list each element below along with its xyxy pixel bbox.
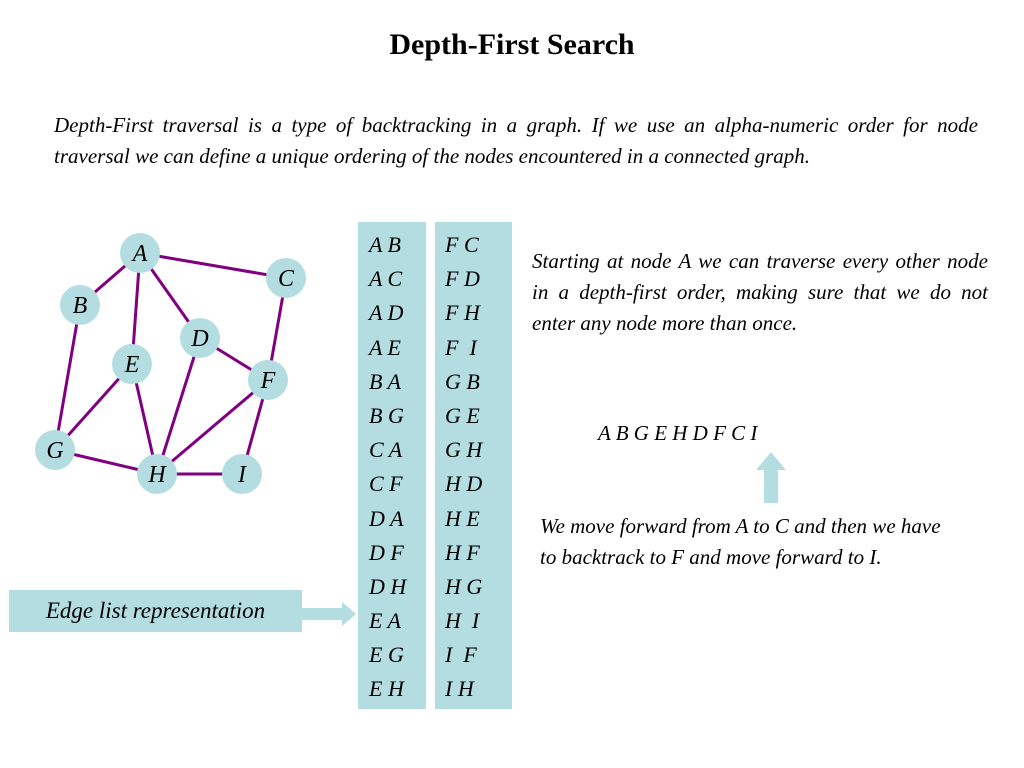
- graph-node-circle: [248, 360, 288, 400]
- graph-node-circle: [180, 318, 220, 358]
- graph-edge-b-g: [53, 304, 82, 451]
- edge-list-item: F C: [445, 232, 479, 257]
- edge-list-item: D H: [369, 573, 407, 599]
- edge-list-item: F I: [445, 334, 477, 360]
- edge-list-column-1: A B A C A D A E B A B G C A C F D A D F D H E A E G E…: [358, 222, 426, 709]
- graph-node-label: B: [73, 293, 88, 319]
- edge-list-item: G B: [445, 368, 480, 394]
- edge-list-item: H I: [445, 608, 480, 634]
- edge-list-item: H G: [445, 573, 483, 599]
- graph-node-h: H: [137, 454, 177, 494]
- edge-list-item: H E: [445, 505, 480, 531]
- graph-node-label: I: [237, 462, 247, 488]
- graph-node-label: H: [147, 462, 167, 488]
- edge-list-item: D F: [369, 539, 404, 565]
- edge-list-item: F D: [445, 266, 480, 292]
- edge-list-item: E G: [369, 642, 404, 668]
- graph-node-label: G: [46, 438, 63, 464]
- slide-title: Depth-First Search: [389, 28, 635, 61]
- graph-node-circle: [112, 344, 152, 384]
- edge-list-item: G E: [445, 402, 480, 428]
- edge-list-item: I H: [445, 676, 474, 702]
- graph-edge-f-h: [156, 378, 269, 476]
- edge-list-item: D A: [369, 505, 404, 531]
- graph-node-i: I: [222, 454, 262, 494]
- graph-node-b: B: [60, 285, 100, 325]
- graph-node-d: D: [180, 318, 220, 358]
- backtrack-note: We move forward from A to C and then we …: [540, 514, 941, 569]
- graph-node-a: A: [120, 233, 160, 273]
- edge-list-item: A E: [369, 334, 401, 360]
- edge-list-item: A B: [369, 232, 401, 257]
- right-arrow-icon: [302, 602, 356, 626]
- edge-list-item: A C: [369, 266, 403, 292]
- graph-node-circle: [222, 454, 262, 494]
- graph-node-circle: [35, 430, 75, 470]
- intro-paragraph: Depth-First traversal is a type of backt…: [54, 113, 978, 168]
- edge-list-label: Edge list representation: [9, 590, 302, 632]
- graph-diagram: A B C D E F G H I: [35, 233, 306, 494]
- graph-node-label: F: [260, 368, 276, 394]
- graph-node-f: F: [248, 360, 288, 400]
- traversal-description: Starting at node A we can traverse every…: [532, 249, 988, 335]
- edge-list-item: G H: [445, 437, 483, 463]
- edge-list-column-2: F C F D F H F I G B G E G H H D H E H F H G H I I F I…: [435, 222, 512, 709]
- edge-list-item: B A: [369, 368, 401, 394]
- edge-list-item: H D: [445, 471, 483, 497]
- graph-node-label: E: [124, 352, 140, 378]
- traversal-order: A B G E H D F C I: [598, 421, 758, 445]
- graph-node-label: D: [190, 326, 208, 352]
- edge-list-item: A D: [369, 300, 404, 326]
- graph-edge-d-h: [155, 337, 202, 475]
- edge-list-item: E H: [369, 676, 404, 702]
- graph-node-label: C: [278, 266, 295, 292]
- graph-edge-a-c: [139, 251, 287, 280]
- edge-list-item: E A: [369, 608, 401, 634]
- edge-list-item: I F: [445, 642, 477, 668]
- edge-list-item: C F: [369, 471, 403, 497]
- graph-node-circle: [266, 258, 306, 298]
- graph-node-c: C: [266, 258, 306, 298]
- edge-list-item: C A: [369, 437, 403, 463]
- up-arrow-icon: [756, 452, 786, 503]
- edge-list-item: B G: [369, 402, 404, 428]
- graph-node-label: A: [131, 241, 148, 267]
- graph-node-g: G: [35, 430, 75, 470]
- graph-node-circle: [120, 233, 160, 273]
- edge-list-item: H F: [445, 539, 480, 565]
- graph-node-circle: [137, 454, 177, 494]
- graph-node-circle: [60, 285, 100, 325]
- edge-list-item: F H: [445, 300, 480, 326]
- graph-node-e: E: [112, 344, 152, 384]
